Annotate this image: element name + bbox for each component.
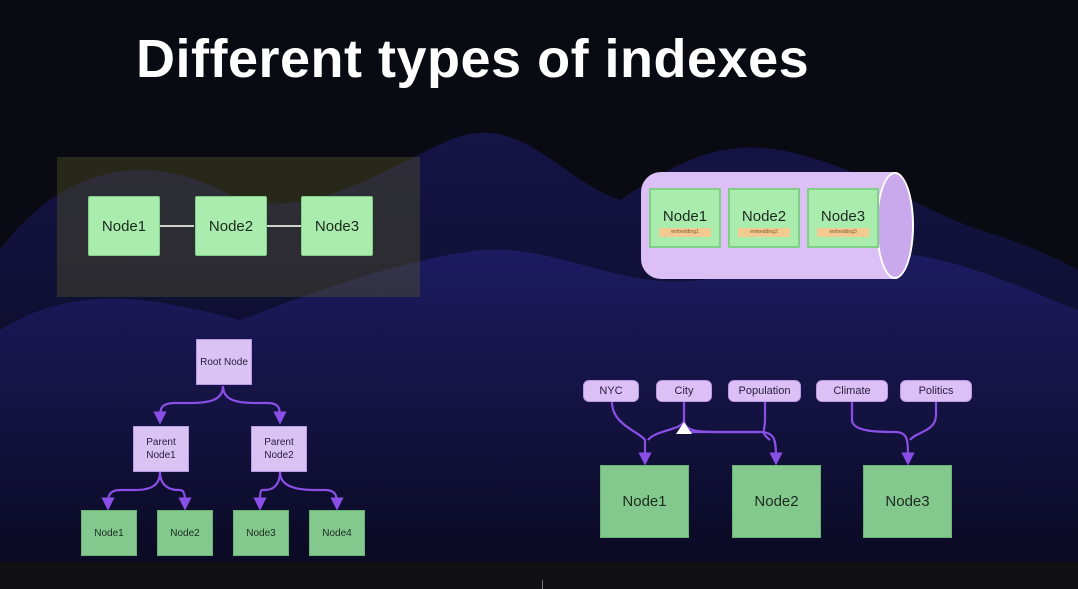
- tree-leaf-node-1: Node1: [81, 510, 137, 556]
- tree-leaf-node-2: Node2: [157, 510, 213, 556]
- list-node-1: Node1: [88, 196, 160, 256]
- vector-store-cylinder-end: [876, 172, 914, 279]
- vector-node-label: Node1: [662, 208, 708, 225]
- keyword-tag-climate: Climate: [816, 380, 888, 402]
- vector-node-2: Node2 embedding2: [728, 188, 800, 248]
- page-title: Different types of indexes: [136, 29, 810, 89]
- tree-root-node: Root Node: [196, 339, 252, 385]
- tree-leaf-node-3: Node3: [233, 510, 289, 556]
- vector-node-3: Node3 embedding3: [807, 188, 879, 248]
- embedding-tag: embedding2: [738, 228, 790, 237]
- vector-node-label: Node3: [820, 208, 866, 225]
- keyword-node-1: Node1: [600, 465, 689, 538]
- list-connector: [160, 225, 194, 227]
- keyword-tag-politics: Politics: [900, 380, 972, 402]
- tree-leaf-node-4: Node4: [309, 510, 365, 556]
- list-node-3: Node3: [301, 196, 373, 256]
- keyword-tag-city: City: [656, 380, 712, 402]
- embedding-tag: embedding3: [817, 228, 869, 237]
- embedding-tag: embedding1: [659, 228, 711, 237]
- keyword-node-3: Node3: [863, 465, 952, 538]
- video-progress-tick: [542, 580, 543, 589]
- list-connector: [267, 225, 301, 227]
- keyword-tag-nyc: NYC: [583, 380, 639, 402]
- video-bottom-bar: [0, 562, 1078, 589]
- keyword-node-2: Node2: [732, 465, 821, 538]
- vector-node-label: Node2: [741, 208, 787, 225]
- keyword-tag-population: Population: [728, 380, 801, 402]
- list-node-2: Node2: [195, 196, 267, 256]
- vector-node-1: Node1 embedding1: [649, 188, 721, 248]
